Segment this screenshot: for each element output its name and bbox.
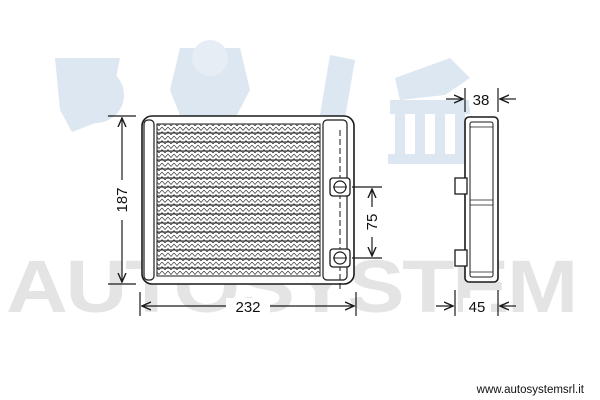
dimension-height-label: 187 — [114, 187, 131, 212]
dimension-depth-bottom: 45 — [436, 290, 516, 316]
dimension-depth-top-label: 38 — [473, 92, 490, 109]
dimension-depth-top: 38 — [446, 88, 516, 112]
outlet-pipe — [329, 248, 351, 268]
side-outlet-stub — [454, 249, 468, 267]
side-body — [464, 116, 499, 283]
heater-core-front-view — [141, 115, 355, 290]
inlet-pipe — [329, 177, 351, 197]
dimension-pipe-spacing: 75 — [352, 186, 382, 259]
watermark-logo — [55, 40, 473, 164]
core-right-tank — [322, 119, 348, 281]
dimension-depth-bottom-label: 45 — [469, 299, 486, 316]
heater-core-side-view — [454, 116, 499, 283]
side-inlet-stub — [454, 177, 468, 195]
dimension-width-label: 232 — [235, 299, 260, 316]
core-tubes — [157, 132, 320, 269]
side-inner — [469, 121, 494, 278]
dimension-height: 187 — [108, 115, 136, 285]
core-left-tank — [143, 119, 155, 281]
dimension-width: 232 — [139, 292, 357, 316]
website-link[interactable]: www.autosystemsrl.it — [476, 384, 585, 396]
core-fin-area — [156, 123, 321, 277]
dimension-pipe-spacing-label: 75 — [364, 214, 381, 231]
